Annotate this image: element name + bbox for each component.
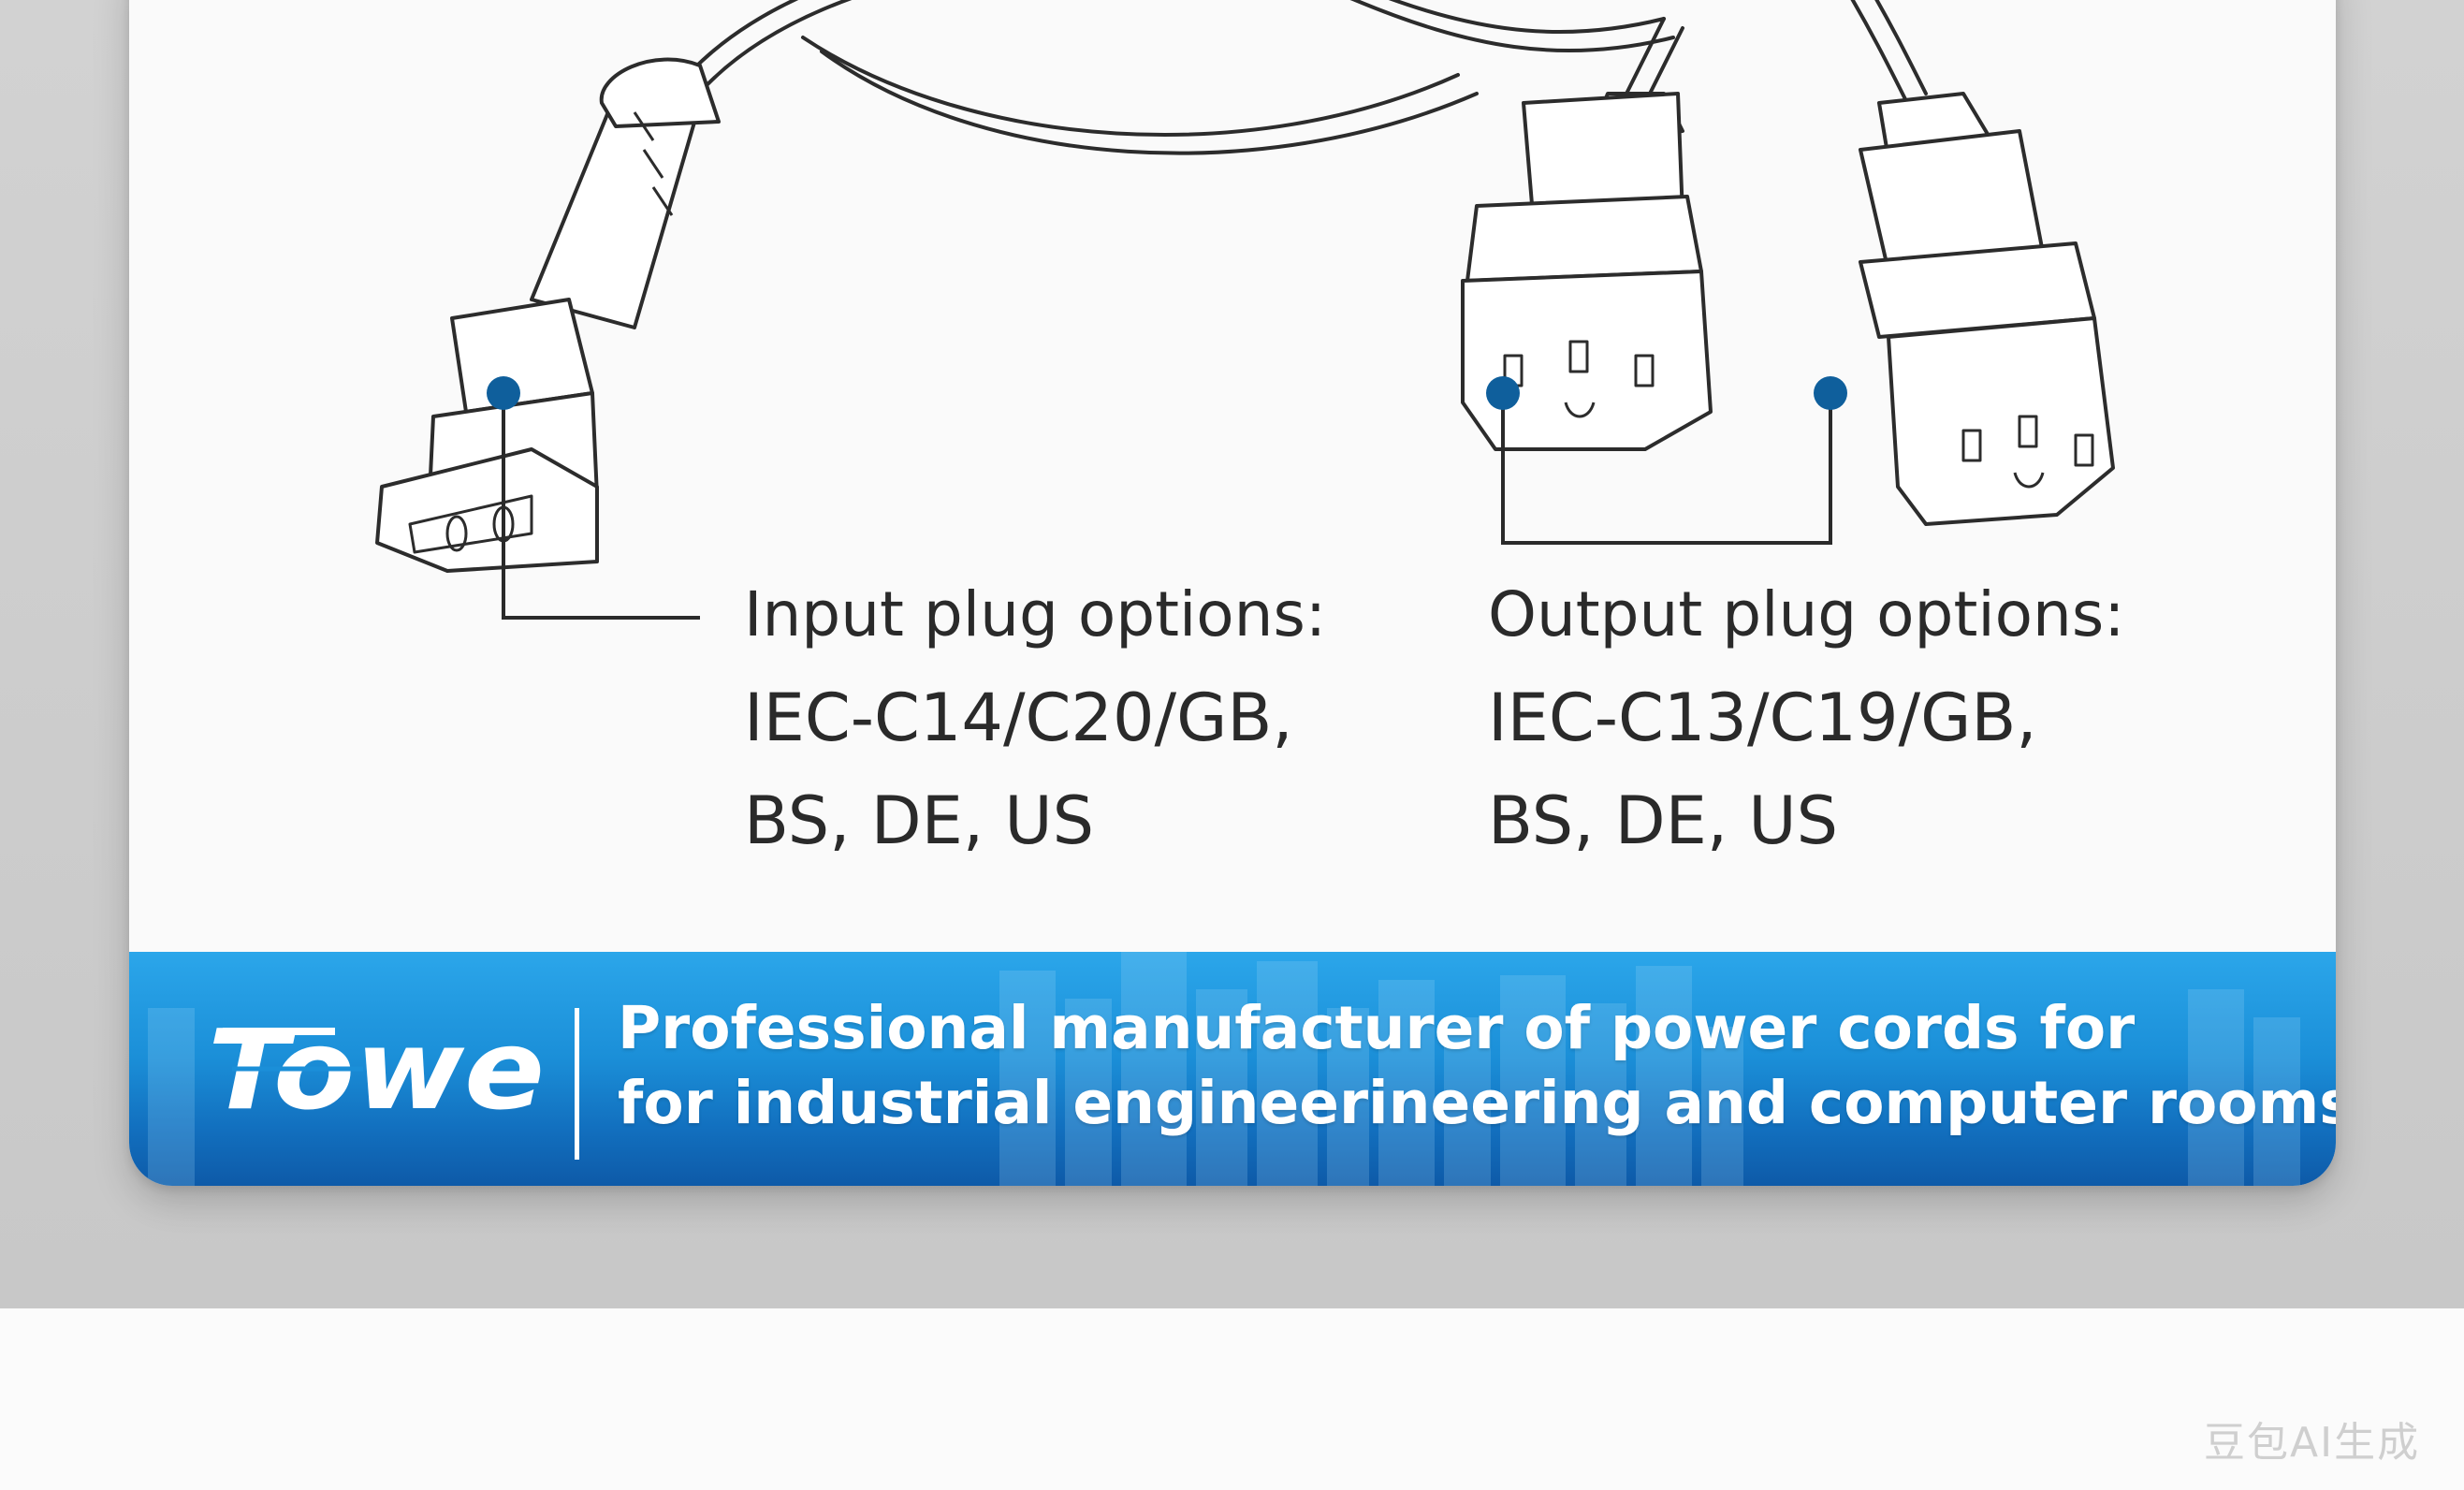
- output-plug-c19-drawing: [1859, 92, 2115, 526]
- power-cord-illustration: [375, 0, 2115, 620]
- tagline-line-2: for industrial engineerineering and comp…: [618, 1069, 2336, 1137]
- input-plug-heading: Input plug options:: [744, 578, 1327, 650]
- ai-generated-watermark: 豆包AI生成: [2204, 1419, 2421, 1467]
- logo-divider: [575, 1008, 579, 1160]
- input-plug-types: IEC-C14/C20/GB,: [744, 679, 1293, 756]
- output-callout-dot-left: [1486, 376, 1520, 410]
- tagline-line-1: Professional manufacturer of power cords…: [618, 994, 2136, 1062]
- output-plug-c13-drawing: [1461, 92, 1713, 451]
- input-callout-line: [502, 393, 700, 620]
- output-callout-dot-right: [1814, 376, 1847, 410]
- output-plug-label: Output plug options: IEC-C13/C19/GB, BS,…: [1488, 563, 2125, 872]
- towe-logo: Towe: [208, 1005, 545, 1134]
- output-plug-regions: BS, DE, US: [1488, 782, 1839, 859]
- output-plug-heading: Output plug options:: [1488, 578, 2125, 650]
- brand-tagline: Professional manufacturer of power cords…: [618, 991, 2336, 1141]
- input-plug-drawing: [375, 57, 721, 573]
- input-plug-label: Input plug options: IEC-C14/C20/GB, BS, …: [744, 563, 1326, 872]
- input-callout-dot: [487, 376, 520, 410]
- city-skyline-graphic: [148, 952, 2300, 1186]
- brand-banner: Towe Professional manufacturer of power …: [129, 952, 2336, 1186]
- output-plug-types: IEC-C13/C19/GB,: [1488, 679, 2037, 756]
- bottom-margin: [0, 1308, 2464, 1490]
- output-callout-line: [1501, 393, 1832, 545]
- input-plug-regions: BS, DE, US: [744, 782, 1095, 859]
